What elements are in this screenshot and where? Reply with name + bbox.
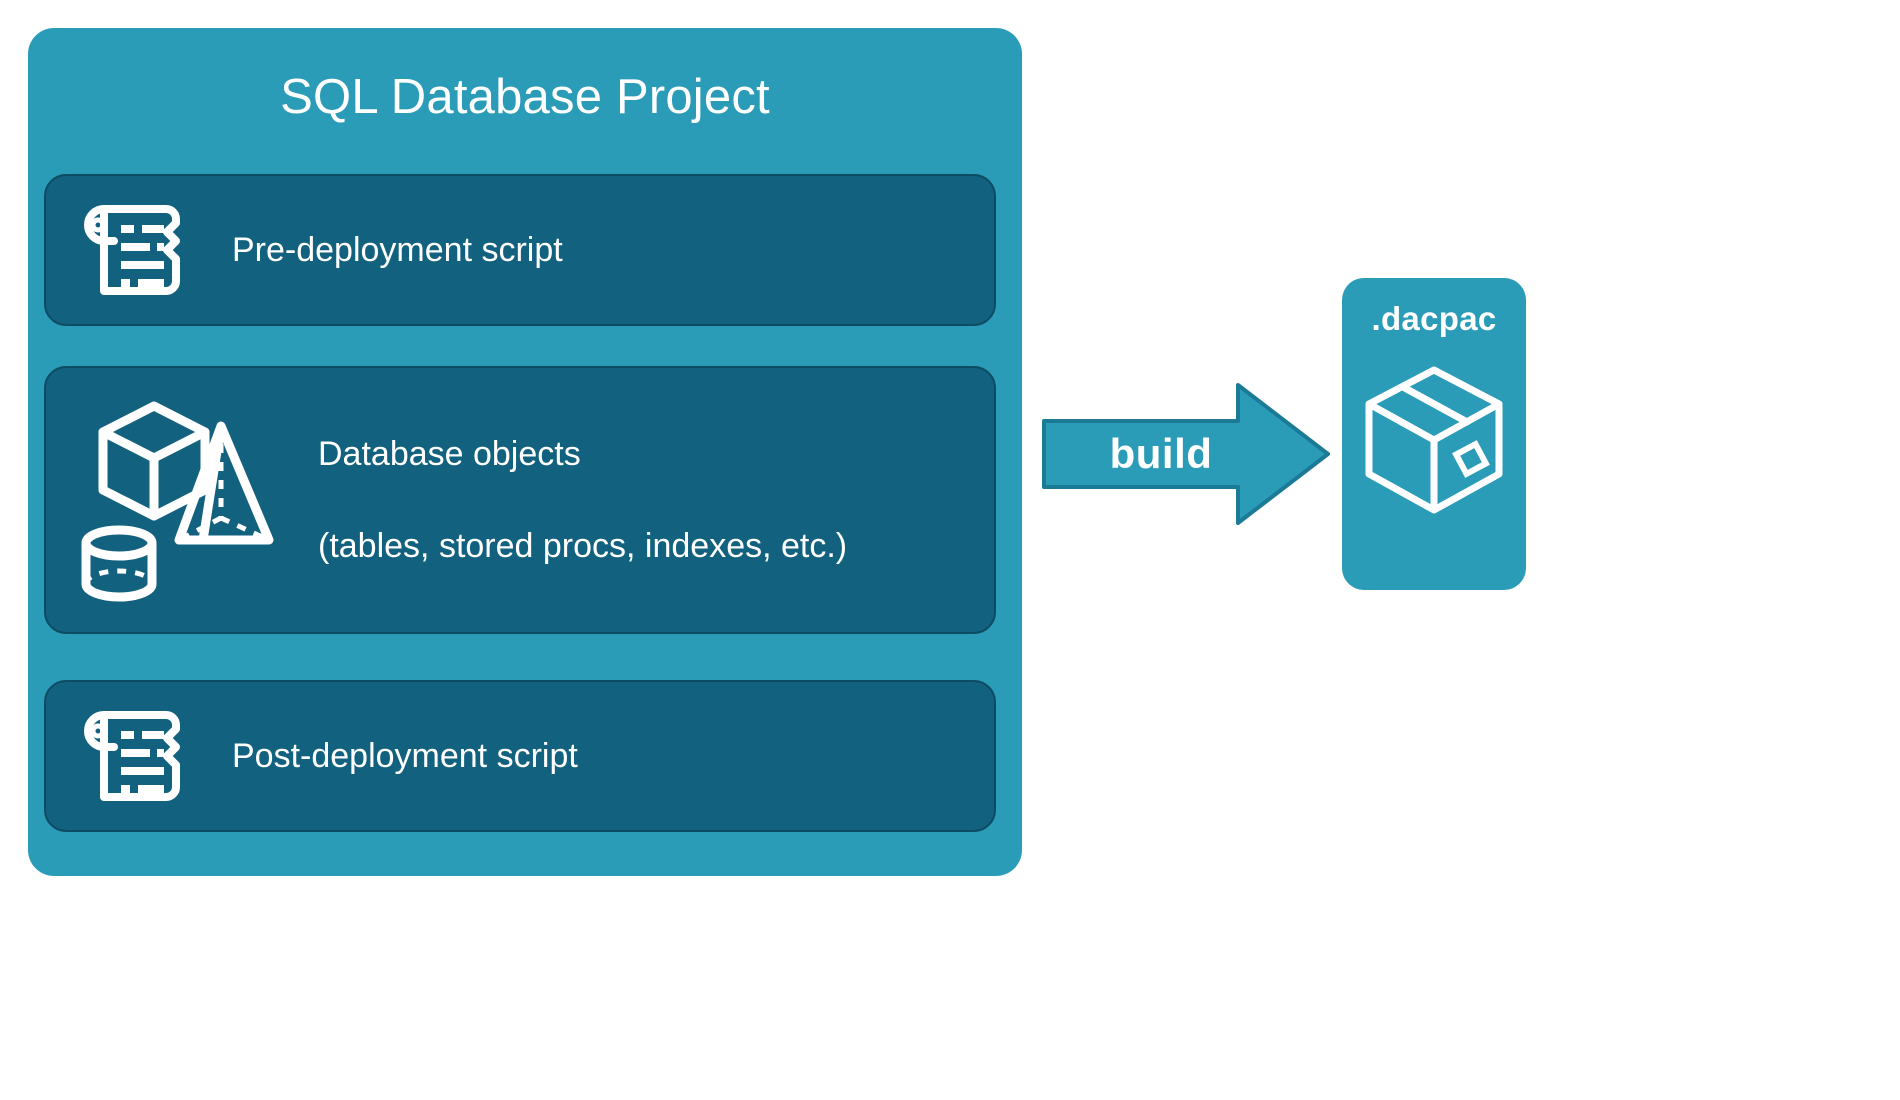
pre-deployment-script-card: Pre-deployment script xyxy=(44,174,996,326)
cylinder-icon xyxy=(81,525,157,601)
database-objects-label-line2: (tables, stored procs, indexes, etc.) xyxy=(318,527,848,565)
pre-deployment-script-label: Pre-deployment script xyxy=(232,231,563,269)
database-objects-label-line1: Database objects xyxy=(318,435,581,473)
scroll-icon xyxy=(60,701,210,811)
database-objects-icon-group xyxy=(60,388,300,613)
dacpac-output-card: .dacpac xyxy=(1342,278,1526,590)
post-deployment-script-card: Post-deployment script xyxy=(44,680,996,832)
pyramid-icon xyxy=(174,421,274,544)
page-title: SQL Database Project xyxy=(280,70,770,124)
package-box-icon xyxy=(1359,360,1509,520)
post-deployment-script-label: Post-deployment script xyxy=(232,737,578,775)
sql-database-project-card: SQL Database Project xyxy=(28,28,1022,876)
database-objects-card: Database objects (tables, stored procs, … xyxy=(44,366,996,634)
scroll-icon xyxy=(60,195,210,305)
dacpac-title: .dacpac xyxy=(1371,300,1497,337)
database-objects-label: Database objects (tables, stored procs, … xyxy=(318,385,847,615)
build-arrow-icon xyxy=(1042,383,1330,525)
